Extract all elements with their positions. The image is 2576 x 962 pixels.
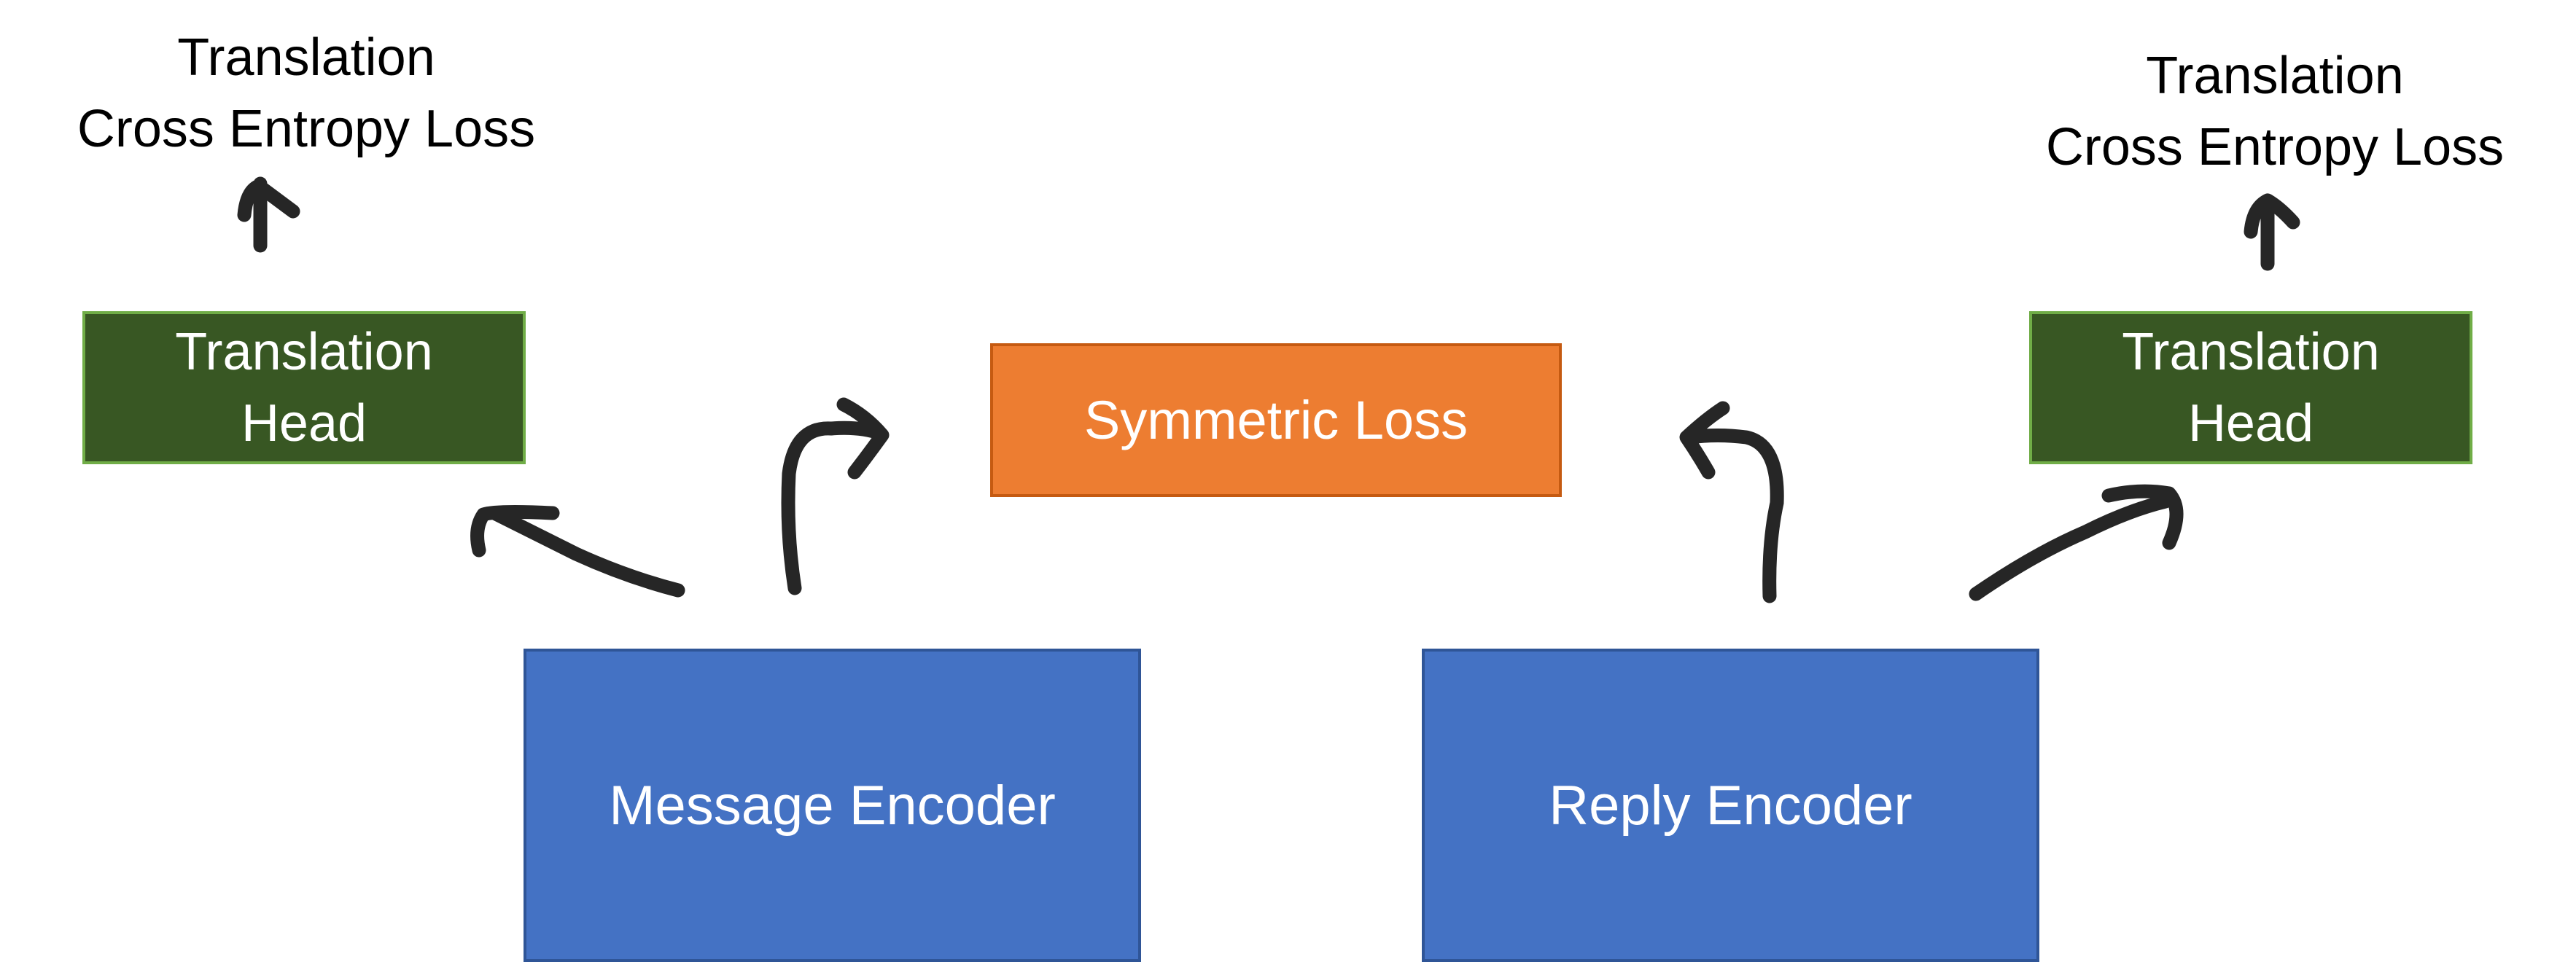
right-translation-loss-label: Translation Cross Entropy Loss (2042, 40, 2508, 183)
arrow-message-to-symmetric (781, 397, 890, 595)
left-loss-line2: Cross Entropy Loss (77, 100, 536, 158)
reply-encoder-box: Reply Encoder (1422, 649, 2039, 962)
right-loss-line1: Translation (2146, 47, 2404, 105)
symmetric-loss-label: Symmetric Loss (1083, 390, 1468, 450)
left-head-line1: Translation (175, 323, 433, 381)
left-head-line2: Head (241, 394, 367, 453)
symmetric-loss-box: Symmetric Loss (990, 343, 1562, 497)
right-loss-line2: Cross Entropy Loss (2045, 118, 2505, 176)
left-loss-line1: Translation (177, 28, 435, 87)
arrow-message-to-head (470, 504, 685, 598)
message-encoder-label: Message Encoder (609, 774, 1056, 837)
arrow-left-loss-up (237, 176, 300, 253)
arrow-reply-to-head (1969, 484, 2184, 601)
arrow-reply-to-symmetric (1679, 401, 1784, 603)
right-head-line2: Head (2187, 394, 2314, 453)
left-translation-loss-label: Translation Cross Entropy Loss (73, 22, 540, 165)
arrow-right-loss-up (2244, 193, 2300, 271)
message-encoder-box: Message Encoder (524, 649, 1141, 962)
left-translation-head: Translation Head (82, 311, 526, 464)
right-head-line1: Translation (2122, 323, 2380, 381)
reply-encoder-label: Reply Encoder (1549, 774, 1912, 837)
right-translation-head: Translation Head (2029, 311, 2472, 464)
